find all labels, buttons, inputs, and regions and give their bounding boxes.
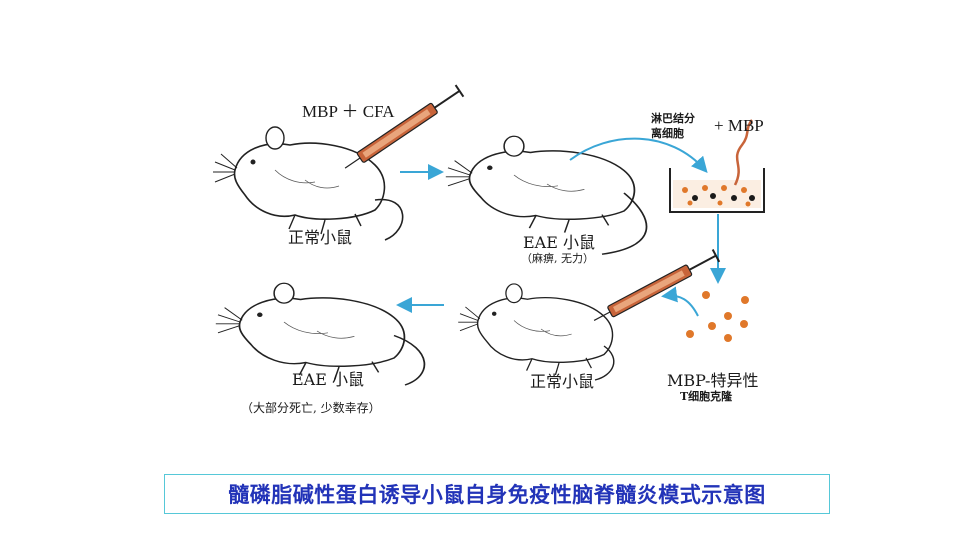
label-mbp-specific: MBP-特异性	[667, 371, 759, 390]
label-lymph-cells: 淋巴结分 离细胞	[651, 112, 695, 140]
label-tcell-clone: T细胞克隆	[680, 390, 733, 403]
label-normal-mouse-2: 正常小鼠	[530, 372, 595, 391]
mbp-strand	[733, 119, 753, 186]
syringe-bottom	[589, 248, 721, 328]
dish-cells	[682, 185, 755, 207]
petri-dish	[669, 119, 765, 213]
tcell-dots	[686, 291, 749, 342]
label-eae-outcome: （大部分死亡, 少数幸存）	[241, 401, 381, 415]
label-plus-mbp: + MBP	[714, 116, 764, 135]
eae-mouse-top	[444, 135, 648, 255]
label-eae-symptom: （麻痹, 无力）	[521, 252, 594, 265]
diagram-caption: 髓磷脂碱性蛋白诱导小鼠自身免疫性脑脊髓炎模式示意图	[228, 483, 766, 507]
arrow-to-dish	[569, 137, 708, 174]
normal-mouse-top-left	[212, 126, 404, 241]
caption-box: 髓磷脂碱性蛋白诱导小鼠自身免疫性脑脊髓炎模式示意图	[164, 474, 830, 514]
label-mbp-cfa: MBP ＋ CFA	[302, 102, 395, 121]
label-eae-mouse-1: EAE 小鼠	[523, 233, 596, 252]
eae-mouse-bottom	[214, 282, 426, 386]
label-eae-mouse-2: EAE 小鼠	[292, 370, 365, 389]
arrow-to-syringe	[661, 286, 699, 317]
label-normal-mouse-1: 正常小鼠	[288, 228, 353, 247]
normal-mouse-bottom	[457, 283, 615, 381]
